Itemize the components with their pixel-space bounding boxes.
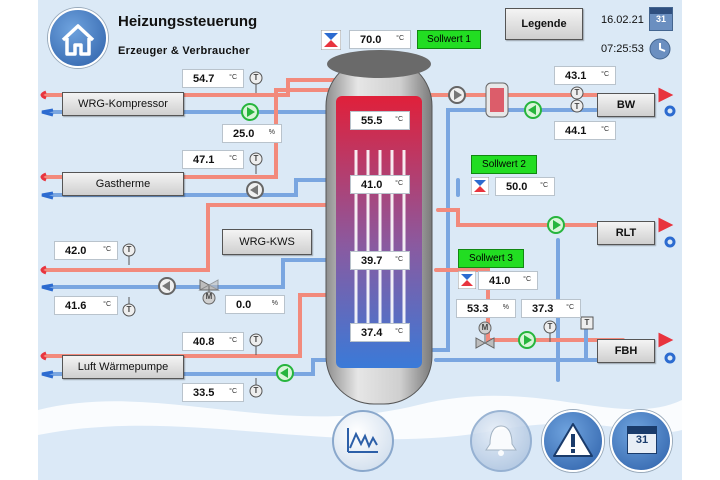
rlt-button[interactable]: RLT: [597, 221, 655, 245]
setpoint-3-field[interactable]: 41.0°C: [478, 271, 538, 290]
bell-icon: [485, 425, 517, 456]
wrg-kompressor-pump-icon[interactable]: [241, 103, 259, 126]
wrg-kws-valve-position[interactable]: 0.0%: [225, 295, 285, 314]
page-title: Heizungssteuerung: [118, 13, 258, 30]
sensor-letter: T: [253, 73, 259, 82]
sensor-letter: T: [574, 88, 580, 97]
gastherme-flow-temp: 47.1°C: [182, 150, 244, 169]
sensor-letter: T: [126, 305, 132, 314]
home-button[interactable]: [48, 8, 108, 68]
fbh-mixing-valve-icon[interactable]: [474, 320, 496, 359]
fbh-valve-position[interactable]: 53.3%: [456, 299, 516, 318]
alarm-bell-button[interactable]: [470, 410, 532, 472]
calendar-small-day: 31: [655, 14, 666, 24]
setpoint-1-badge[interactable]: Sollwert 1: [417, 30, 481, 49]
hmi-canvas: M M T T T T T T T T T T Heizungssteuerun…: [38, 0, 682, 480]
sensor-gastherme-icon: [249, 152, 263, 179]
sensor-bw-supply-icon: [570, 86, 584, 113]
tank-temp-2: 41.0°C: [350, 175, 410, 194]
setpoint-3-badge[interactable]: Sollwert 3: [458, 249, 524, 268]
wrg-kws-valve-motor-label: M: [205, 292, 213, 301]
luft-waermepumpe-pump-icon[interactable]: [276, 364, 294, 387]
wrg-kws-button[interactable]: WRG-KWS: [222, 229, 312, 255]
warning-icon: [553, 423, 593, 457]
buffer-tank: [325, 50, 433, 405]
trend-chart-icon: [347, 428, 378, 453]
calendar-day: 31: [635, 434, 649, 446]
luft-waermepumpe-return-temp: 33.5°C: [182, 383, 244, 402]
bw-charge-pump-icon[interactable]: [448, 86, 466, 109]
fbh-pump-icon[interactable]: [518, 331, 536, 354]
setpoint-1-field[interactable]: 70.0°C: [349, 30, 411, 49]
sensor-letter: T: [547, 322, 553, 331]
calendar-icon: 31: [627, 426, 657, 454]
sensor-wrg-kws-return-icon: [122, 297, 136, 324]
setpoint-3-icon[interactable]: [457, 270, 477, 294]
sensor-letter: T: [253, 154, 259, 163]
gastherme-pump-icon[interactable]: [246, 181, 264, 204]
calendar-small-icon[interactable]: 31: [649, 7, 673, 31]
rlt-pump-icon[interactable]: [547, 216, 565, 239]
wrg-kompressor-flow-temp: 54.7°C: [182, 69, 244, 88]
time-display: 07:25:53: [601, 43, 644, 55]
sensor-fbh-supply-icon: [543, 320, 557, 347]
setpoint-2-icon[interactable]: [470, 176, 490, 200]
clock-icon[interactable]: [649, 38, 671, 65]
setpoint-2-field[interactable]: 50.0°C: [495, 177, 555, 196]
wrg-kompressor-pump-speed[interactable]: 25.0%: [222, 124, 282, 143]
sensor-bw-return-icon: [570, 98, 584, 119]
date-display: 16.02.21: [601, 14, 644, 26]
fbh-valve-motor-label: M: [481, 323, 489, 332]
sensor-luft-return-icon: [249, 378, 263, 405]
bw-return-temp: 44.1°C: [554, 121, 616, 140]
warning-button[interactable]: [542, 410, 604, 472]
wrg-kws-pump-icon[interactable]: [158, 277, 176, 300]
sensor-wrg-kws-supply-icon: [122, 243, 136, 270]
luft-waermepumpe-flow-temp: 40.8°C: [182, 332, 244, 351]
luft-waermepumpe-button[interactable]: Luft Wärmepumpe: [62, 355, 184, 379]
sensor-wrg-kompressor-icon: [249, 71, 263, 98]
sensor-letter: T: [126, 245, 132, 254]
trend-button[interactable]: [332, 410, 394, 472]
bw-supply-temp: 43.1°C: [554, 66, 616, 85]
page-subtitle: Erzeuger & Verbraucher: [118, 45, 250, 57]
tank-temp-1: 55.5°C: [350, 111, 410, 130]
sensor-letter: T: [253, 386, 259, 395]
wrg-kws-supply-temp: 42.0°C: [54, 241, 118, 260]
bw-button[interactable]: BW: [597, 93, 655, 117]
sensor-letter: T: [253, 335, 259, 344]
home-icon: [61, 24, 95, 56]
fbh-supply-temp: 37.3°C: [521, 299, 581, 318]
legend-button[interactable]: Legende: [505, 8, 583, 40]
sensor-luft-flow-icon: [249, 333, 263, 360]
wrg-kws-mixing-valve-icon[interactable]: [198, 276, 220, 311]
setpoint-1-icon[interactable]: [320, 29, 342, 55]
setpoint-2-badge[interactable]: Sollwert 2: [471, 155, 537, 174]
sensor-letter: T: [574, 102, 580, 111]
bw-return-pump-icon[interactable]: [524, 101, 542, 124]
gastherme-button[interactable]: Gastherme: [62, 172, 184, 196]
sensor-letter: T: [584, 318, 590, 327]
tank-temp-3: 39.7°C: [350, 251, 410, 270]
sensor-fbh-return-icon: [580, 316, 594, 337]
fbh-button[interactable]: FBH: [597, 339, 655, 363]
wrg-kompressor-button[interactable]: WRG-Kompressor: [62, 92, 184, 116]
calendar-button[interactable]: 31: [610, 410, 672, 472]
tank-temp-4: 37.4°C: [350, 323, 410, 342]
wrg-kws-return-temp: 41.6°C: [54, 296, 118, 315]
